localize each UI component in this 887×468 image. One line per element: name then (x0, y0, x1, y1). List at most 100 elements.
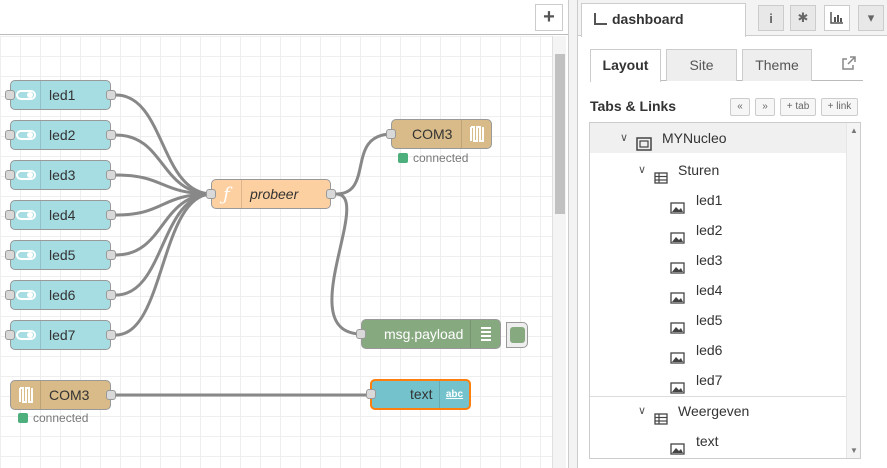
status-com3-in: connected (18, 411, 88, 425)
input-port[interactable] (366, 389, 376, 399)
canvas-scrollbar[interactable] (552, 36, 566, 468)
connected-status-icon (18, 413, 28, 423)
tree-tab-mynucleo[interactable]: ∨ MYNucleo (590, 123, 846, 153)
node-probeer[interactable]: ƒ probeer (206, 179, 336, 209)
input-port[interactable] (5, 330, 15, 340)
tree-item-label: led5 (696, 312, 723, 328)
tree-item-led3[interactable]: led3 (590, 245, 846, 275)
input-port[interactable] (356, 329, 366, 339)
add-link-button[interactable]: + link (821, 98, 858, 116)
node-led7[interactable]: led7 (5, 320, 116, 350)
output-port[interactable] (106, 210, 116, 220)
debug-toggle-button[interactable] (506, 322, 528, 348)
add-flow-button[interactable]: + (535, 4, 563, 31)
caret-down-icon[interactable]: ▾ (858, 5, 884, 31)
scroll-up-icon[interactable]: ▲ (850, 126, 858, 135)
tree-item-led7[interactable]: led7 (590, 365, 846, 395)
input-port[interactable] (206, 189, 216, 199)
node-led4[interactable]: led4 (5, 200, 116, 230)
node-com3-out[interactable]: COM3 (386, 119, 492, 149)
node-label: led7 (49, 327, 76, 343)
tree-item-text[interactable]: text (590, 426, 846, 456)
node-led3[interactable]: led3 (5, 160, 116, 190)
tree-item-label: led2 (696, 222, 723, 238)
output-port[interactable] (106, 170, 116, 180)
toggle-icon (11, 281, 41, 309)
scroll-down-icon[interactable]: ▼ (850, 446, 858, 455)
node-label: led5 (49, 247, 76, 263)
output-port[interactable] (106, 330, 116, 340)
connected-status-icon (398, 153, 408, 163)
input-port[interactable] (5, 90, 15, 100)
tab-layout[interactable]: Layout (590, 49, 661, 82)
expand-all-button[interactable]: » (755, 98, 775, 116)
input-port[interactable] (5, 210, 15, 220)
tree-item-led2[interactable]: led2 (590, 215, 846, 245)
tree-item-label: led3 (696, 252, 723, 268)
dashboard-subtabs: Layout Site Theme (590, 49, 863, 82)
add-tab-button[interactable]: + tab (780, 98, 816, 116)
node-led5[interactable]: led5 (5, 240, 116, 270)
chevron-down-icon[interactable]: ∨ (638, 164, 647, 176)
node-debug[interactable]: msg.payload (356, 319, 501, 349)
node-led2[interactable]: led2 (5, 120, 116, 150)
toggle-icon (11, 201, 41, 229)
output-port[interactable] (326, 189, 336, 199)
input-port[interactable] (5, 250, 15, 260)
image-icon (670, 344, 685, 374)
tree-group-weergeven[interactable]: ∨ Weergeven (590, 396, 846, 426)
tree-scrollbar[interactable]: ▲ ▼ (846, 123, 860, 458)
output-port[interactable] (106, 250, 116, 260)
toggle-icon (11, 161, 41, 189)
tab-site[interactable]: Site (666, 49, 737, 81)
node-text[interactable]: text abc (366, 379, 471, 410)
chart-icon[interactable] (824, 5, 850, 31)
output-port[interactable] (106, 290, 116, 300)
tree-item-label: led4 (696, 282, 723, 298)
dashboard-sidebar: dashboard i ✱ ▾ Layout Site Theme Tabs &… (578, 0, 887, 468)
image-icon (670, 314, 685, 344)
sidebar-tab-bar: dashboard i ✱ ▾ (578, 0, 887, 37)
output-port[interactable] (106, 130, 116, 140)
toggle-icon (11, 321, 41, 349)
node-label: led4 (49, 207, 76, 223)
chevron-down-icon[interactable]: ∨ (638, 405, 647, 417)
status-com3-out: connected (398, 151, 468, 165)
image-icon (670, 284, 685, 314)
node-label: led1 (49, 87, 76, 103)
bug-icon[interactable]: ✱ (790, 5, 816, 31)
tree-group-sturen[interactable]: ∨ Sturen (590, 155, 846, 185)
collapse-all-button[interactable]: « (730, 98, 750, 116)
tab-dashboard[interactable]: dashboard (581, 3, 746, 37)
node-label: led6 (49, 287, 76, 303)
input-port[interactable] (5, 130, 15, 140)
input-port[interactable] (5, 290, 15, 300)
node-led1[interactable]: led1 (5, 80, 116, 110)
canvas-scroll-thumb[interactable] (555, 54, 565, 214)
tree-item-label: led7 (696, 372, 723, 388)
input-port[interactable] (386, 129, 396, 139)
chevron-down-icon[interactable]: ∨ (620, 132, 629, 144)
tree-item-led6[interactable]: led6 (590, 335, 846, 365)
tab-frame-icon (636, 131, 652, 161)
output-port[interactable] (106, 390, 116, 400)
output-port[interactable] (106, 90, 116, 100)
tree-item-led5[interactable]: led5 (590, 305, 846, 335)
info-icon[interactable]: i (758, 5, 784, 31)
input-port[interactable] (5, 170, 15, 180)
table-icon (654, 405, 668, 435)
flow-workspace[interactable]: + led1 led2 led3 (0, 0, 568, 468)
external-link-icon[interactable] (842, 56, 858, 72)
tree-tab-label: MYNucleo (662, 130, 727, 146)
tree-item-led1[interactable]: led1 (590, 185, 846, 215)
node-com3-in[interactable]: COM3 (10, 380, 116, 410)
toggle-icon (11, 241, 41, 269)
tree-item-led4[interactable]: led4 (590, 275, 846, 305)
node-led6[interactable]: led6 (5, 280, 116, 310)
tab-theme[interactable]: Theme (742, 49, 812, 81)
group-divider (590, 396, 846, 397)
sidebar-resize-handle[interactable] (568, 0, 578, 468)
node-label: led3 (49, 167, 76, 183)
toggle-icon (11, 121, 41, 149)
image-icon (670, 374, 685, 404)
